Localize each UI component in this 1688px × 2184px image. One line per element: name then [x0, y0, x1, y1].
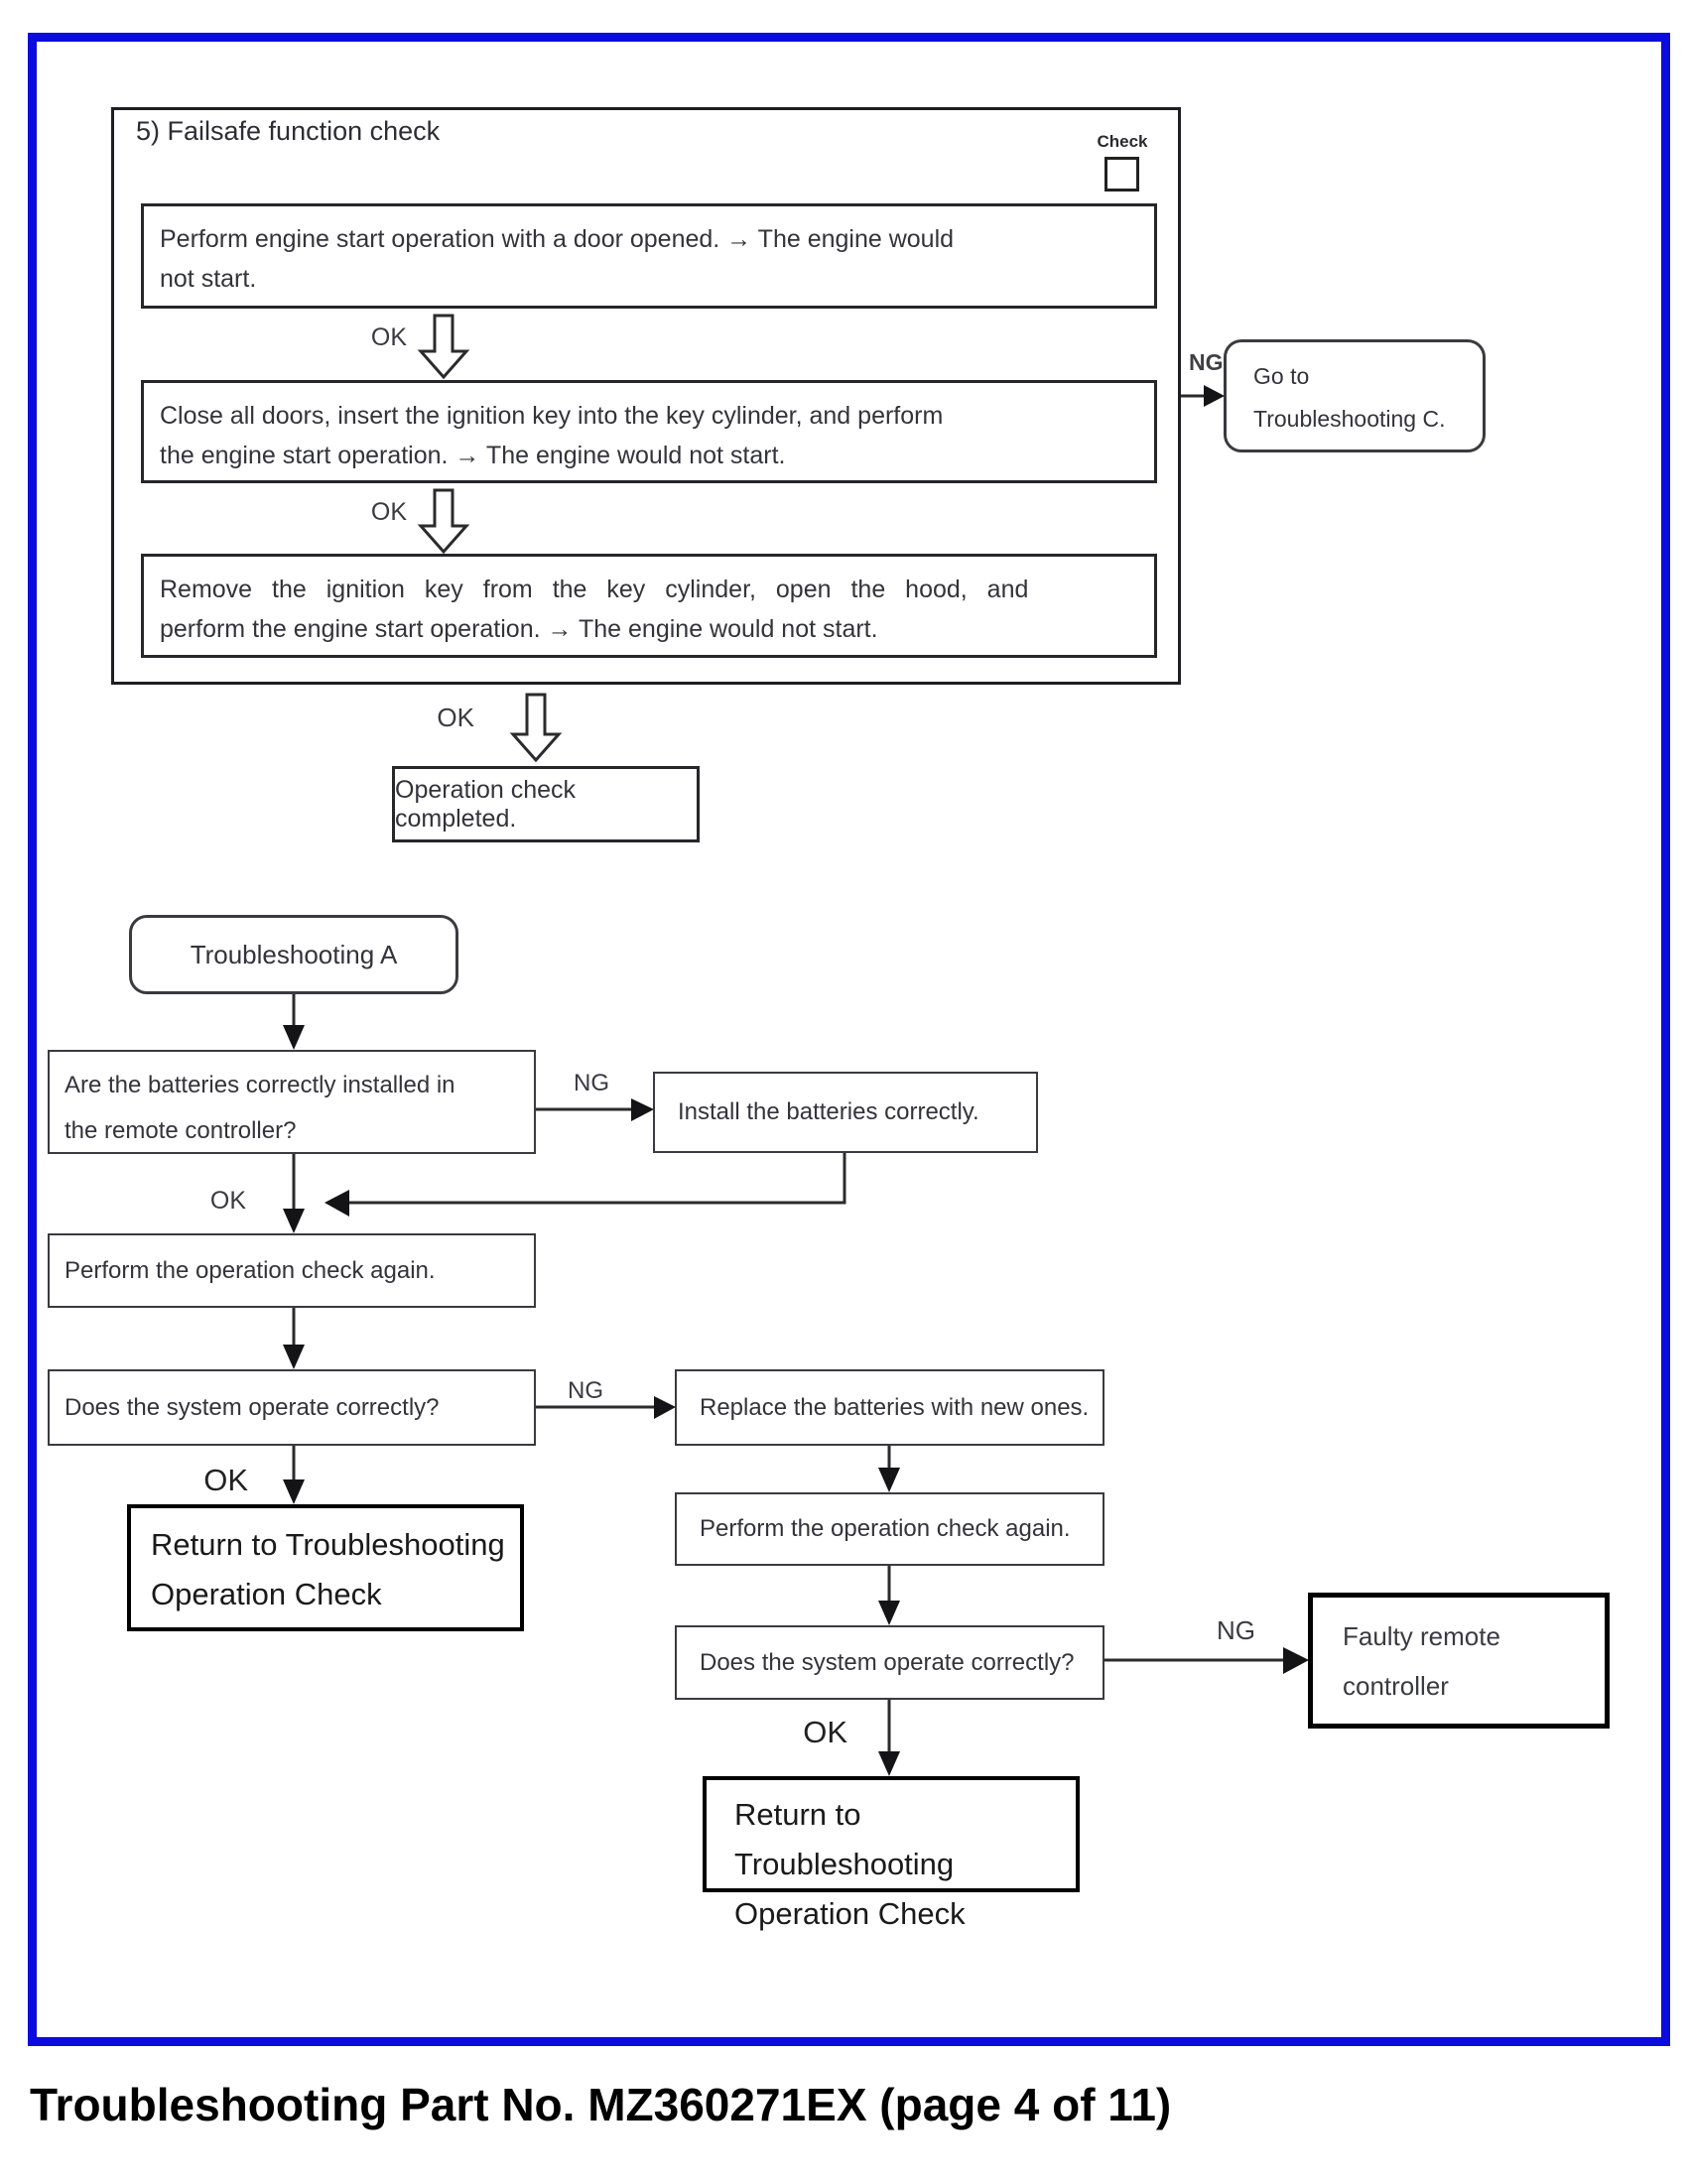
return-left-line-2: Operation Check: [151, 1577, 382, 1611]
failsafe-title: 5) Failsafe function check: [136, 116, 441, 146]
perform-again-right-box: Perform the operation check again.: [675, 1492, 1104, 1566]
return-right-box: Return to Troubleshooting Operation Chec…: [703, 1776, 1080, 1931]
goto-troubleshooting-c-box: Go to Troubleshooting C.: [1224, 339, 1486, 452]
return-left-line-1: Return to Troubleshooting: [151, 1527, 505, 1562]
operation-check-completed-box: Operation check completed.: [392, 766, 700, 842]
failsafe-step-2: Close all doors, insert the ignition key…: [141, 380, 1157, 483]
step-3-line-2: perform the engine start operation. → Th…: [160, 615, 878, 643]
step-1-line-2: not start.: [160, 265, 257, 293]
step-3-line-1: Remove the ignition key from the key cyl…: [160, 576, 1029, 603]
operation-check-completed-text: Operation check completed.: [395, 775, 577, 833]
replace-batteries-box: Replace the batteries with new ones.: [675, 1369, 1104, 1446]
check-checkbox[interactable]: [1104, 157, 1139, 192]
step-1-line-1: Perform engine start operation with a do…: [160, 225, 955, 253]
q-batteries-line-2: the remote controller?: [65, 1117, 297, 1144]
troubleshooting-a-title: Troubleshooting A: [190, 939, 398, 969]
check-label: Check: [1097, 132, 1148, 151]
perform-again-left-box: Perform the operation check again.: [48, 1233, 536, 1308]
ok-label-4: OK: [209, 1187, 246, 1215]
return-right-line-2: Operation Check: [734, 1896, 966, 1931]
page-caption: Troubleshooting Part No. MZ360271EX (pag…: [30, 2079, 1172, 2130]
ok-label-5: OK: [203, 1463, 248, 1497]
ok-label-2: OK: [370, 498, 407, 526]
ng-label-2: NG: [574, 1070, 609, 1096]
q-batteries-box: Are the batteries correctly installed in…: [48, 1050, 536, 1154]
q-operate-left-box: Does the system operate correctly?: [48, 1369, 536, 1446]
ng-label-4: NG: [1217, 1615, 1255, 1645]
failsafe-step-3: Remove the ignition key from the key cyl…: [141, 554, 1157, 658]
ng-label-3: NG: [568, 1377, 603, 1404]
install-batteries-text: Install the batteries correctly.: [678, 1098, 979, 1125]
install-batteries-box: Install the batteries correctly.: [653, 1072, 1038, 1153]
ok-label-3: OK: [437, 703, 474, 732]
perform-again-left-text: Perform the operation check again.: [65, 1256, 436, 1284]
q-operate-right-box: Does the system operate correctly?: [675, 1625, 1104, 1700]
step-2-line-2: the engine start operation. → The engine…: [160, 442, 786, 469]
ok-label-1: OK: [370, 323, 407, 351]
replace-batteries-text: Replace the batteries with new ones.: [700, 1393, 1090, 1421]
faulty-line-1: Faulty remote: [1343, 1621, 1500, 1651]
ok-label-6: OK: [803, 1715, 847, 1749]
q-operate-left-text: Does the system operate correctly?: [65, 1393, 440, 1421]
perform-again-right-text: Perform the operation check again.: [700, 1515, 1071, 1542]
q-operate-right-text: Does the system operate correctly?: [700, 1648, 1075, 1676]
troubleshooting-a-box: Troubleshooting A: [129, 915, 458, 994]
step-2-line-1: Close all doors, insert the ignition key…: [160, 402, 944, 430]
return-right-line-1: Return to Troubleshooting: [734, 1797, 955, 1881]
return-left-box: Return to Troubleshooting Operation Chec…: [127, 1504, 524, 1631]
faulty-line-2: controller: [1343, 1671, 1449, 1701]
faulty-remote-controller-box: Faulty remote controller: [1308, 1593, 1610, 1729]
goto-c-line-2: Troubleshooting C.: [1253, 406, 1446, 432]
failsafe-step-1: Perform engine start operation with a do…: [141, 203, 1157, 309]
goto-c-line-1: Go to: [1253, 363, 1310, 389]
ng-label-1: NG: [1189, 349, 1224, 375]
q-batteries-line-1: Are the batteries correctly installed in: [65, 1072, 455, 1098]
